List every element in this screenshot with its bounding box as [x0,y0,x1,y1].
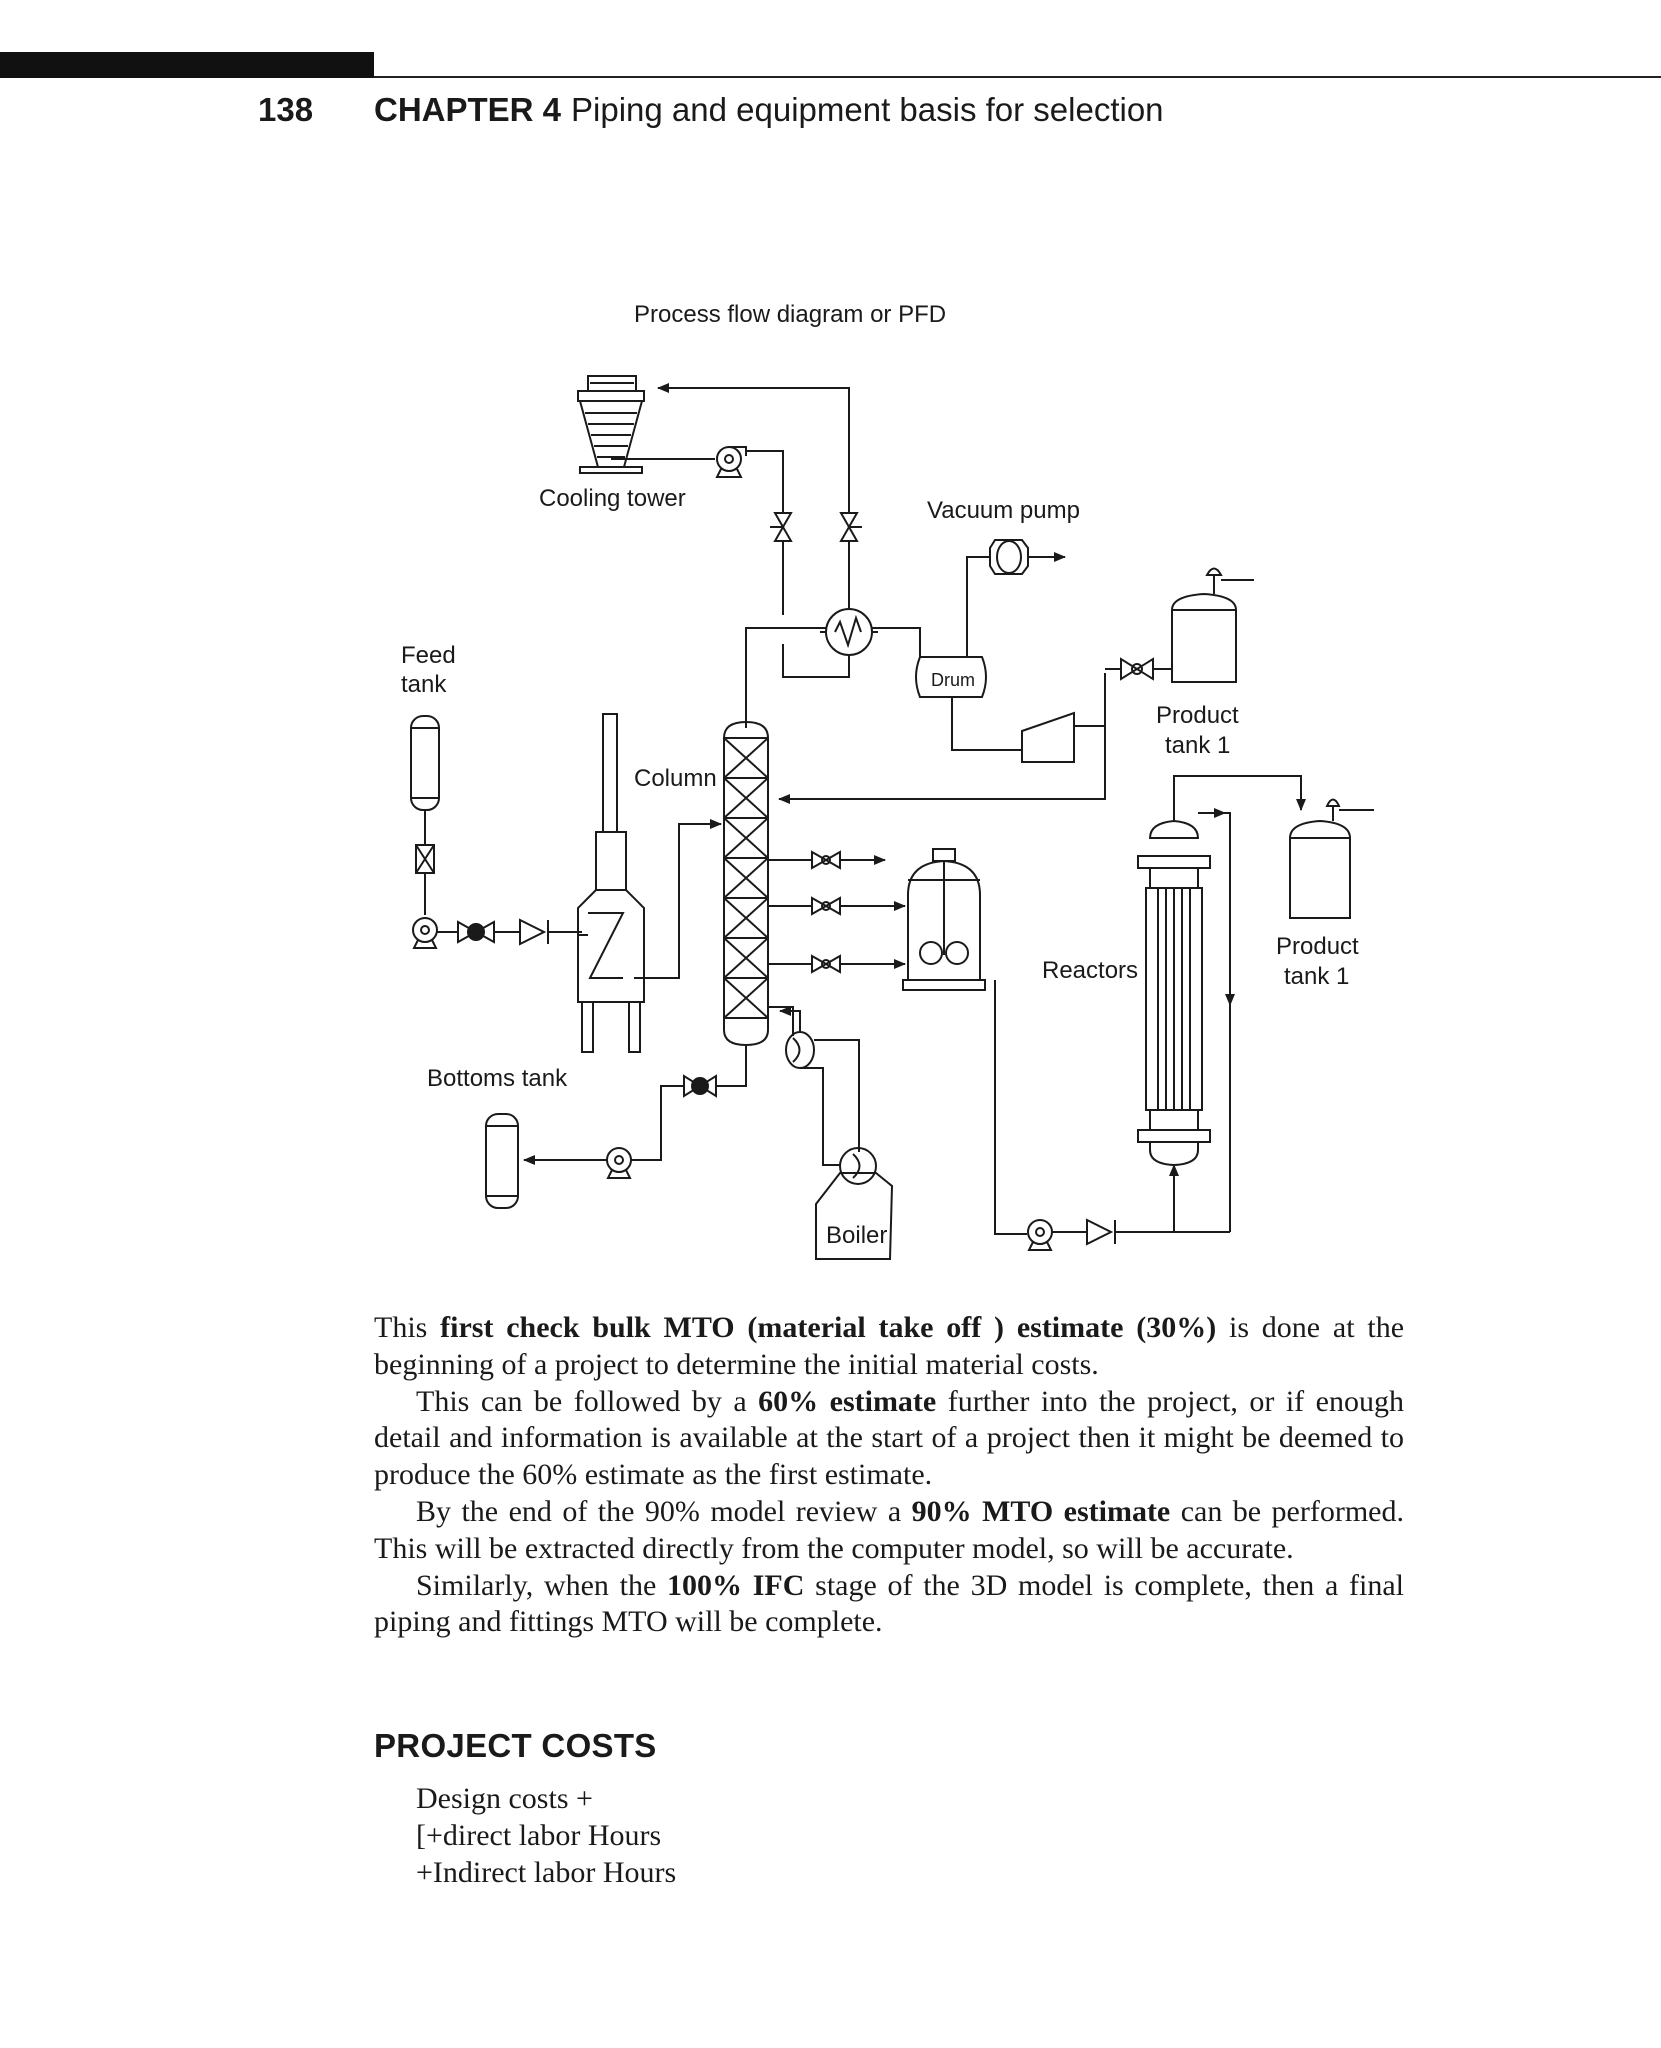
label-feed-tank-line1: Feed [401,642,456,669]
tubular-reactor-icon [1137,810,1211,1167]
check-valve-reactor-icon [1086,1218,1116,1246]
bottoms-tank-icon [485,1113,519,1209]
side-draw-valve-1-icon [811,850,841,870]
cw-valve-left-icon [770,512,793,542]
p4-bold: 100% IFC [667,1568,805,1602]
paragraph-3: By the end of the 90% model review a 90%… [374,1494,1404,1568]
body-text: This first check bulk MTO (material take… [374,1310,1404,1641]
p1-bold: first check bulk MTO (material take off … [440,1311,1217,1344]
label-vacuum-pump: Vacuum pump [927,497,1080,524]
side-draw-valve-2-icon [811,896,841,916]
label-feed-tank-line2: tank [401,671,447,698]
reflux-pump-icon [1021,711,1075,763]
label-product-tank-2-line1: Product [1276,933,1359,960]
p4-text-b: stage of the 3D model is complete, then … [374,1568,1404,1639]
header-rule [374,76,1661,78]
feed-tank-icon [410,715,440,811]
header-bar [0,52,374,78]
label-product-tank-1-line2: tank 1 [1165,732,1230,759]
process-flow-diagram: Process flow diagram or PFD Cooling towe… [401,301,1374,1260]
reboiler-icon [785,1031,815,1069]
product-tank-top-icon [1171,567,1254,683]
page-number: 138 [258,91,314,128]
chapter-title: Piping and equipment basis for selection [571,91,1164,128]
p2-bold: 60% estimate [758,1384,937,1418]
cooling-tower-icon [577,375,645,474]
feed-pump-icon [412,917,438,949]
chapter-label: CHAPTER 4 [374,91,562,128]
label-bottoms-tank: Bottoms tank [427,1065,568,1092]
side-draw-valve-3-icon [811,954,841,974]
label-product-tank-2-line2: tank 1 [1284,963,1349,990]
condenser-icon [820,608,878,656]
figure-title: Process flow diagram or PFD [634,301,946,328]
formula-line-1: Design costs + [416,1782,593,1815]
p3-text-a: By the end of the 90% model review a [416,1494,912,1528]
feed-valve-2-icon [457,920,495,944]
paragraph-2: This can be followed by a 60% estimate f… [374,1384,1404,1494]
label-reactors: Reactors [1042,957,1138,984]
bottoms-pump-icon [606,1147,632,1179]
product-valve-icon [1120,657,1154,681]
bottoms-valve-icon [683,1074,717,1098]
p1-text-a: This [374,1311,441,1344]
label-drum: Drum [931,670,975,690]
p3-text-b: can be performed. This will be extracted… [374,1494,1404,1565]
label-cooling-tower: Cooling tower [539,485,686,512]
furnace-icon [577,713,645,1053]
paragraph-1: This first check bulk MTO (material take… [374,1310,1404,1384]
paragraph-4: Similarly, when the 100% IFC stage of th… [374,1568,1404,1642]
cw-pump-icon [715,446,747,478]
boiler-icon [815,1147,894,1260]
p3-bold: 90% MTO estimate [911,1494,1171,1528]
label-product-tank-1-line1: Product [1156,702,1239,729]
formula-line-3: +Indirect labor Hours [416,1856,677,1889]
p2-text-b: further into the project, or if enough d… [374,1384,1404,1492]
cw-valve-right-icon [839,512,862,542]
distillation-column-icon [723,720,769,1047]
stirred-reactor-icon [902,848,986,991]
label-column: Column [634,765,717,792]
check-valve-feed-icon [519,918,549,946]
p4-text-a: Similarly, when the [416,1568,668,1602]
drum-icon [915,656,987,698]
p1-text-b: is done at the beginning of a project to… [374,1311,1405,1381]
reactor-pump-icon [1027,1219,1053,1251]
section-title: PROJECT COSTS [374,1727,657,1764]
product-tank-right-icon [1289,798,1374,919]
formula-line-2: [+direct labor Hours [416,1819,662,1852]
vacuum-pump-icon [989,539,1029,575]
label-boiler: Boiler [826,1222,887,1249]
p2-text-a: This can be followed by a [416,1384,759,1418]
cost-formula: Design costs + [+direct labor Hours +Ind… [416,1780,676,1891]
feed-valve-icon [415,844,435,874]
